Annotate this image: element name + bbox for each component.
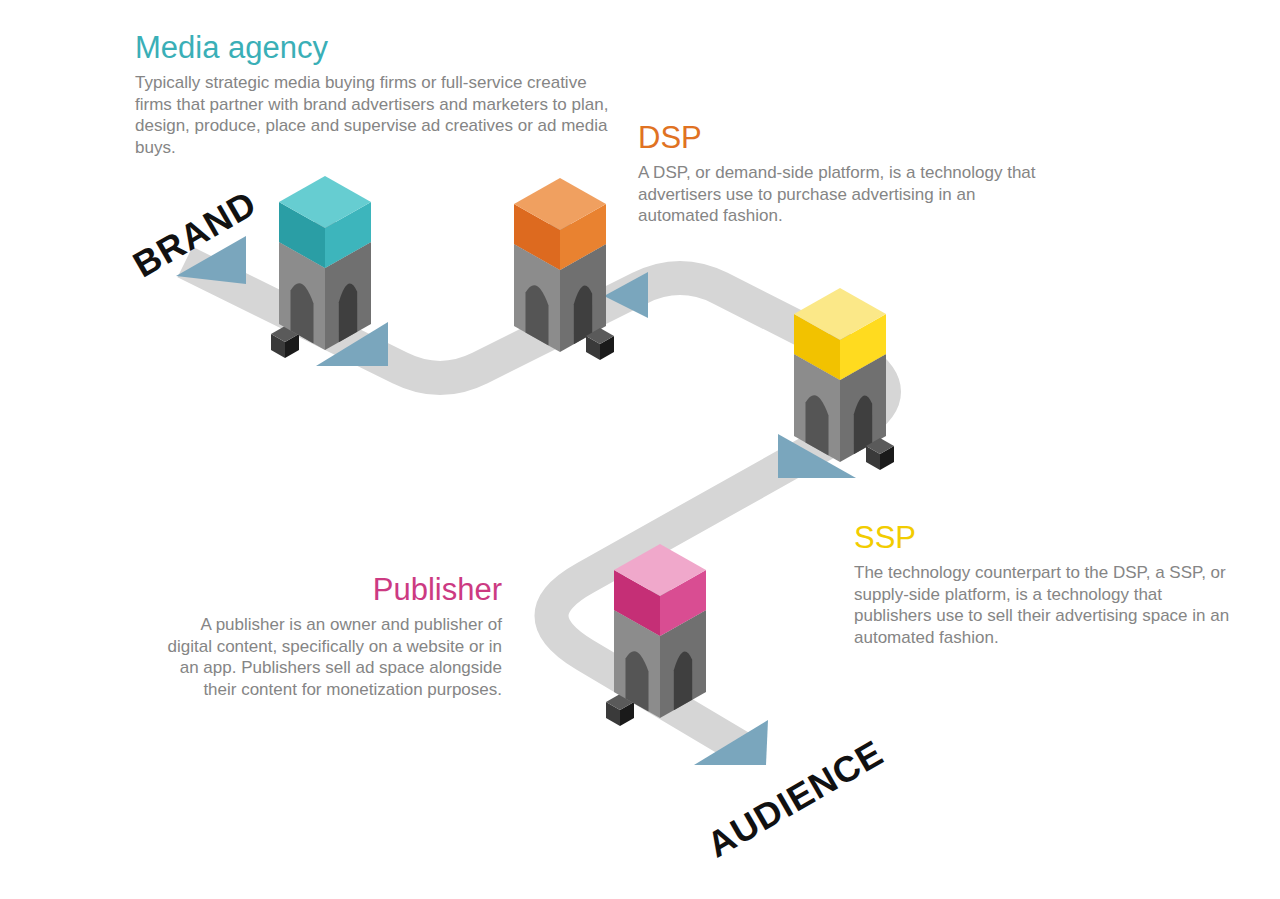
arch-opening [626, 651, 649, 711]
arch-gate [514, 178, 614, 360]
direction-triangle [694, 720, 768, 765]
arch-gate [271, 176, 371, 358]
node-description: Typically strategic media buying firms o… [135, 72, 615, 158]
node-heading: SSP [854, 520, 1244, 556]
text-node: Media agencyTypically strategic media bu… [135, 30, 615, 158]
arch-gate [606, 544, 706, 726]
cube-top [866, 438, 894, 454]
text-node: DSP A DSP, or demand-side platform, is a … [638, 120, 1048, 227]
arch-opening [806, 395, 829, 455]
arch-cap-top [794, 288, 886, 340]
cube-top [586, 328, 614, 344]
arch-cap-top [279, 176, 371, 228]
text-node: Publisher A publisher is an owner and pub… [160, 572, 502, 700]
node-description: A publisher is an owner and publisher of… [160, 614, 502, 700]
node-heading: Media agency [135, 30, 615, 66]
direction-triangle [604, 272, 648, 318]
arch-opening [291, 283, 314, 343]
arch-opening [674, 651, 692, 710]
node-heading: Publisher [160, 572, 502, 608]
text-node: SSP The technology counterpart to the DSP… [854, 520, 1244, 648]
arch-opening [526, 285, 549, 345]
node-description: A DSP, or demand-side platform, is a tec… [638, 162, 1048, 227]
arch-opening [339, 283, 357, 342]
arch-gate [794, 288, 894, 470]
node-heading: DSP [638, 120, 1048, 156]
arch-cap-top [514, 178, 606, 230]
arch-cap-top [614, 544, 706, 596]
node-description: The technology counterpart to the DSP, a… [854, 562, 1244, 648]
